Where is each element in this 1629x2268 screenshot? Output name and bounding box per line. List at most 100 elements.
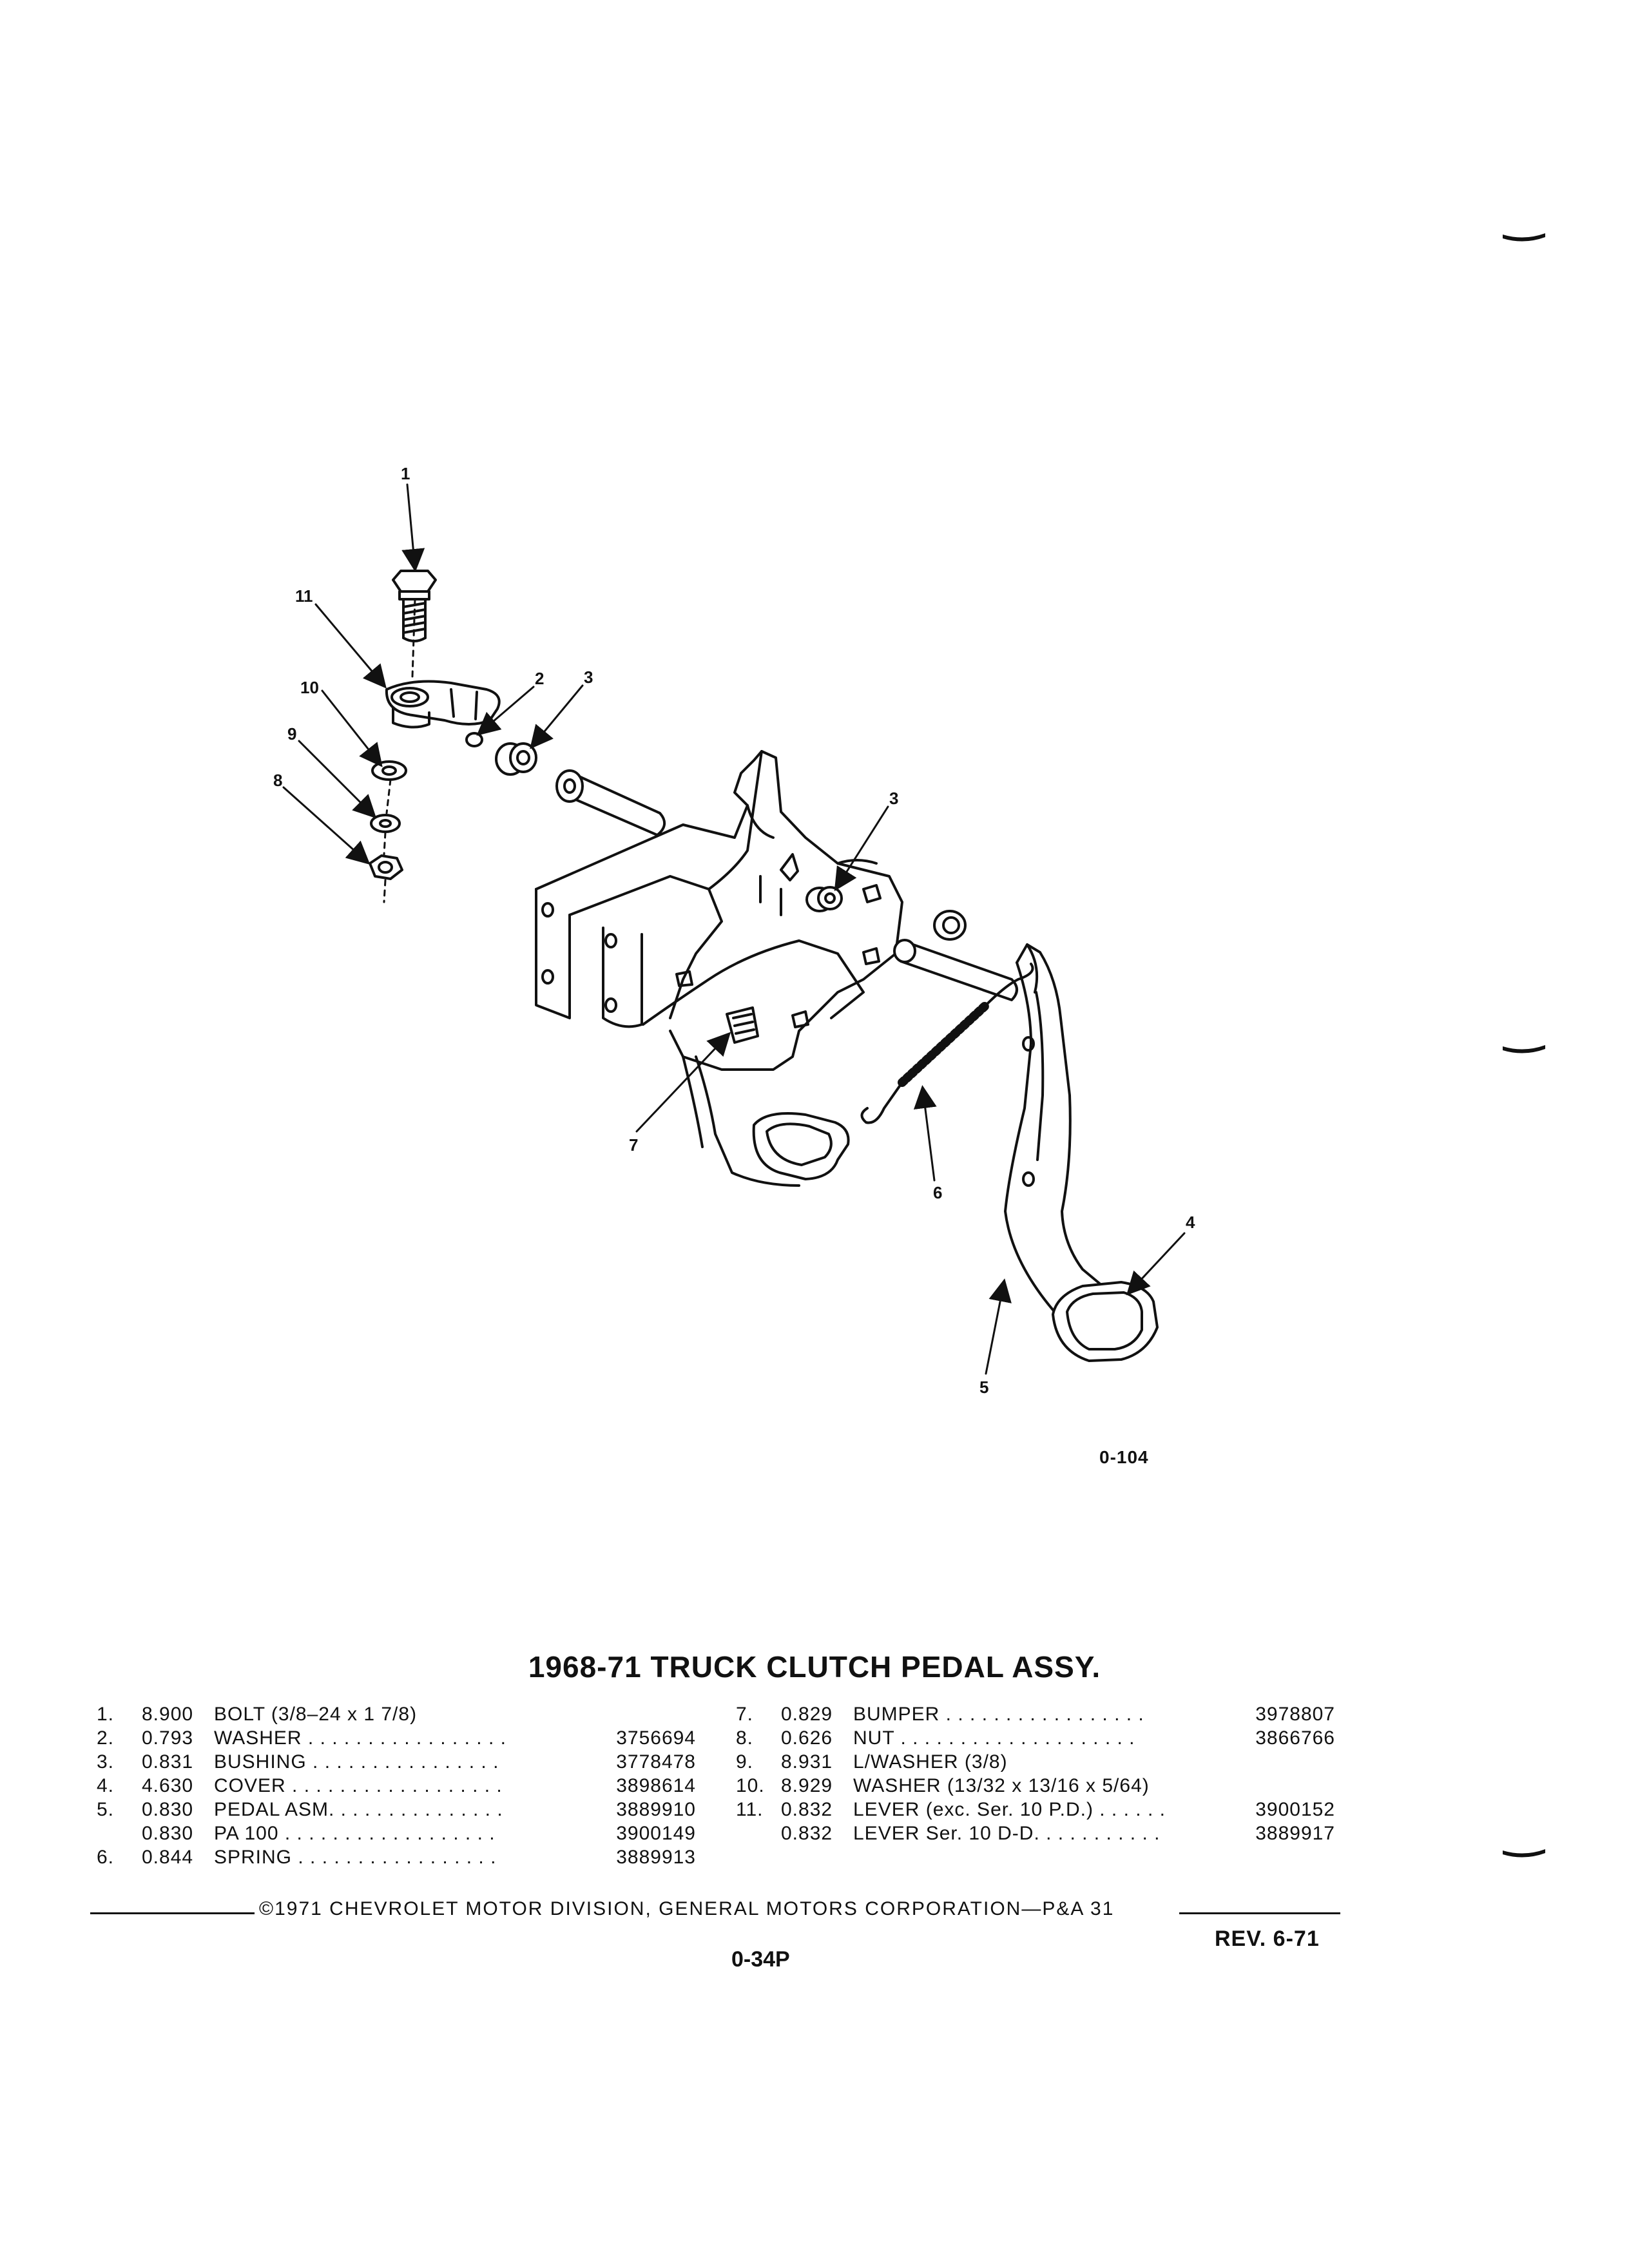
flat-washer-part	[371, 760, 407, 781]
part-description: COVER . . . . . . . . . . . . . . . . . …	[214, 1775, 503, 1796]
copyright-text: ©1971 CHEVROLET MOTOR DIVISION, GENERAL …	[259, 1898, 1115, 1919]
part-description: LEVER Ser. 10 D-D. . . . . . . . . . .	[853, 1823, 1161, 1844]
margin-tab-mark-top	[1501, 232, 1547, 244]
callout-6: 6	[933, 1183, 942, 1202]
part-description: WASHER . . . . . . . . . . . . . . . . .	[214, 1727, 506, 1749]
bushing-part	[495, 742, 537, 776]
callout-3: 3	[584, 668, 593, 687]
part-catalog-number: 3889913	[616, 1847, 696, 1868]
lever-part	[385, 680, 501, 729]
part-description: BUSHING . . . . . . . . . . . . . . . .	[214, 1751, 499, 1773]
part-group-code: 0.793	[142, 1727, 194, 1749]
pedal-support-bracket	[535, 750, 967, 1071]
part-description: WASHER (13/32 x 13/16 x 5/64)	[853, 1775, 1150, 1796]
part-number-index: 5.	[97, 1799, 115, 1820]
part-catalog-number: 3756694	[616, 1727, 696, 1749]
part-number-index: 10.	[736, 1775, 765, 1796]
part-row: 3. 0.831 BUSHING . . . . . . . . . . . . .…	[97, 1750, 696, 1774]
pedal-assembly-part	[1004, 943, 1159, 1362]
part-description: PA 100 . . . . . . . . . . . . . . . . .…	[214, 1823, 496, 1844]
part-catalog-number: 3866766	[1255, 1727, 1335, 1749]
part-number-index: 4.	[97, 1775, 115, 1796]
page-number: 0-34P	[731, 1947, 790, 1972]
part-description: BOLT (3/8–24 x 1 7/8)	[214, 1704, 418, 1725]
callout-9: 9	[287, 724, 296, 744]
part-row: 9. 8.931 L/WASHER (3/8)	[736, 1750, 1335, 1774]
exploded-view-diagram: 1 11 2 3 10 9 8 3 7 6 4 5	[273, 464, 1195, 1397]
part-number-index: 9.	[736, 1751, 754, 1773]
part-catalog-number: 3778478	[616, 1751, 696, 1773]
part-group-code: 0.832	[781, 1823, 833, 1844]
rule-right	[1179, 1912, 1340, 1914]
part-number-index: 2.	[97, 1727, 115, 1749]
nut-part	[369, 854, 403, 880]
part-description: SPRING . . . . . . . . . . . . . . . . .	[214, 1847, 497, 1868]
part-description: LEVER (exc. Ser. 10 P.D.) . . . . . .	[853, 1799, 1166, 1820]
callout-1: 1	[401, 464, 410, 483]
parts-list-left: 1. 8.900 BOLT (3/8–24 x 1 7/8) 2. 0.793 WASHE…	[97, 1702, 696, 1869]
part-row: 11. 0.832 LEVER (exc. Ser. 10 P.D.) . . . …	[736, 1798, 1335, 1821]
callout-4: 4	[1186, 1213, 1195, 1232]
part-number-index: 7.	[736, 1704, 754, 1725]
part-group-code: 0.626	[781, 1727, 833, 1749]
callout-7: 7	[629, 1135, 638, 1155]
part-row: 2. 0.793 WASHER . . . . . . . . . . . . . …	[97, 1726, 696, 1750]
part-catalog-number: 3898614	[616, 1775, 696, 1796]
margin-tab-mark-middle	[1501, 1044, 1547, 1055]
part-group-code: 4.630	[142, 1775, 194, 1796]
callout-2: 2	[535, 669, 544, 688]
part-catalog-number: 3900152	[1255, 1799, 1335, 1820]
part-row: 5. 0.830 PEDAL ASM. . . . . . . . . . . . …	[97, 1798, 696, 1821]
revision-label: REV. 6-71	[1215, 1927, 1320, 1951]
part-catalog-number: 3889917	[1255, 1823, 1335, 1844]
copyright-line: ©1971 CHEVROLET MOTOR DIVISION, GENERAL …	[90, 1898, 1340, 1920]
part-row: 0.830 PA 100 . . . . . . . . . . . . . . …	[97, 1821, 696, 1845]
lower-pedal-arm	[642, 939, 865, 1187]
part-group-code: 8.931	[781, 1751, 833, 1773]
part-number-index: 11.	[736, 1799, 764, 1820]
part-number-index: 1.	[97, 1704, 115, 1725]
part-row: 10. 8.929 WASHER (13/32 x 13/16 x 5/64)	[736, 1774, 1335, 1798]
return-spring-part	[860, 963, 1034, 1124]
washer-part	[465, 732, 483, 747]
part-number-index: 3.	[97, 1751, 115, 1773]
part-row: 1. 8.900 BOLT (3/8–24 x 1 7/8)	[97, 1702, 696, 1726]
part-description: BUMPER . . . . . . . . . . . . . . . . .	[853, 1704, 1144, 1725]
part-catalog-number: 3978807	[1255, 1704, 1335, 1725]
figure-code: 0-104	[1099, 1447, 1149, 1467]
part-catalog-number: 3900149	[616, 1823, 696, 1844]
part-group-code: 0.830	[142, 1823, 194, 1844]
bushing-part-right	[805, 886, 843, 912]
part-description: PEDAL ASM. . . . . . . . . . . . . . .	[214, 1799, 503, 1820]
part-number-index: 6.	[97, 1847, 115, 1868]
callout-10: 10	[300, 678, 319, 697]
parts-list-right: 7. 0.829 BUMPER . . . . . . . . . . . . . …	[736, 1702, 1335, 1845]
callout-11: 11	[295, 586, 313, 606]
part-row: 6. 0.844 SPRING . . . . . . . . . . . . . …	[97, 1845, 696, 1869]
part-row: 7. 0.829 BUMPER . . . . . . . . . . . . . …	[736, 1702, 1335, 1726]
part-group-code: 0.844	[142, 1847, 194, 1868]
callout-5: 5	[979, 1378, 988, 1397]
page-title: 1968-71 TRUCK CLUTCH PEDAL ASSY.	[528, 1650, 1101, 1684]
rule-left	[90, 1912, 255, 1914]
part-description: L/WASHER (3/8)	[853, 1751, 1008, 1773]
part-group-code: 0.831	[142, 1751, 194, 1773]
callout-3-right: 3	[889, 789, 898, 808]
part-group-code: 0.832	[781, 1799, 833, 1820]
callout-8: 8	[273, 771, 282, 790]
part-number-index: 8.	[736, 1727, 754, 1749]
callout-leaders	[282, 483, 1186, 1375]
part-group-code: 0.829	[781, 1704, 833, 1725]
pivot-shaft-part	[555, 769, 666, 836]
part-row: 0.832 LEVER Ser. 10 D-D. . . . . . . . . …	[736, 1821, 1335, 1845]
part-description: NUT . . . . . . . . . . . . . . . . . . …	[853, 1727, 1135, 1749]
part-group-code: 0.830	[142, 1799, 194, 1820]
part-row: 8. 0.626 NUT . . . . . . . . . . . . . . .…	[736, 1726, 1335, 1750]
part-group-code: 8.900	[142, 1704, 194, 1725]
lock-washer-part	[370, 814, 401, 833]
margin-tab-mark-bottom	[1501, 1848, 1547, 1860]
part-group-code: 8.929	[781, 1775, 833, 1796]
part-catalog-number: 3889910	[616, 1799, 696, 1820]
bumper-part	[726, 1006, 759, 1044]
